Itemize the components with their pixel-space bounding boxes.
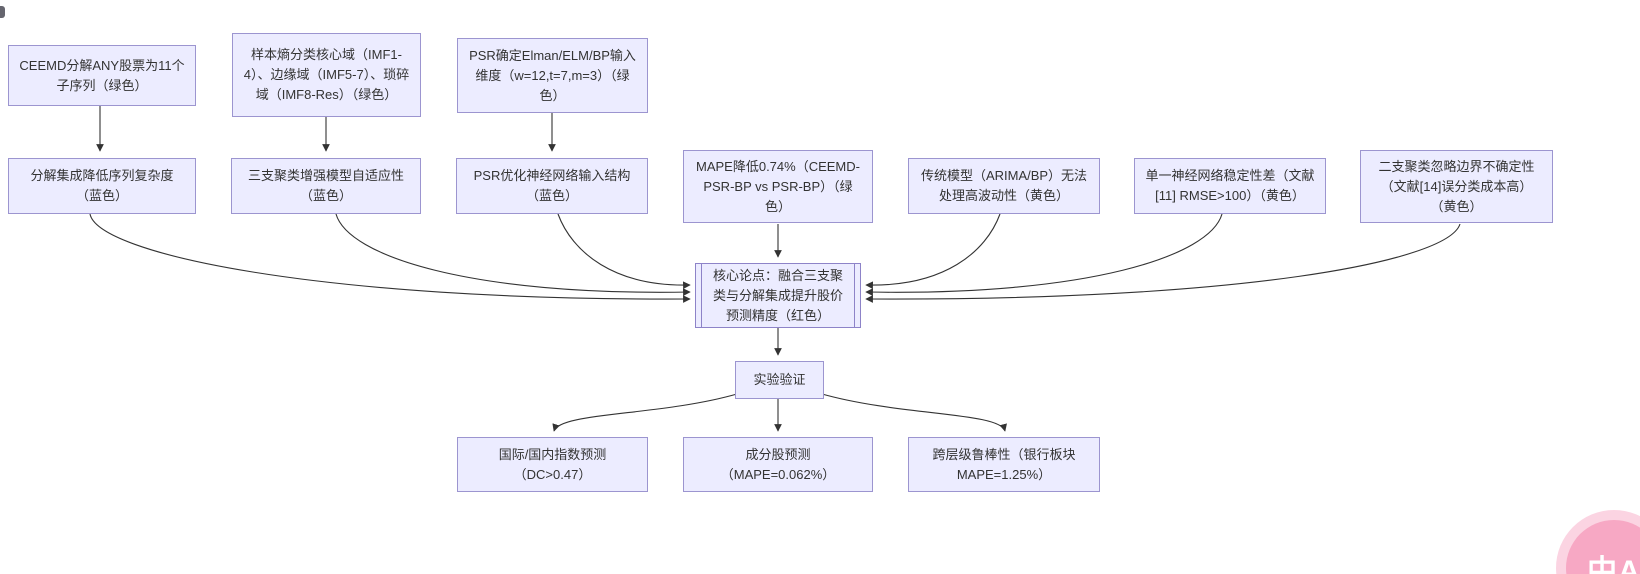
node-label: 核心论点：融合三支聚类与分解集成提升股价预测精度（红色） (712, 267, 843, 323)
node-label: 二支聚类忽略边界不确定性（文献[14]误分类成本高）（黄色） (1378, 158, 1535, 214)
node-single-nn: 单一神经网络稳定性差（文献[11] RMSE>100）（黄色） (1134, 158, 1326, 214)
edge-traditional-to-core (865, 213, 1001, 290)
node-label: 三支聚类增强模型自适应性（蓝色） (247, 168, 404, 203)
node-label: CEEMD分解ANY股票为11个子序列（绿色） (19, 57, 185, 93)
edge-experiment-to-index (552, 393, 738, 432)
edge-twoway-to-core (865, 223, 1461, 303)
node-label: 传统模型（ARIMA/BP）无法处理高波动性（黄色） (920, 168, 1088, 203)
node-psr-dimension: PSR确定Elman/ELM/BP输入维度（w=12,t=7,m=3）（绿色） (457, 38, 648, 113)
edge-experiment-to-robustness (821, 393, 1007, 432)
node-label: MAPE降低0.74%（CEEMD-PSR-BP vs PSR-BP）（绿色） (696, 158, 860, 214)
node-clustering-benefit: 三支聚类增强模型自适应性（蓝色） (231, 158, 421, 214)
node-label: PSR优化神经网络输入结构（蓝色） (473, 168, 631, 203)
node-two-way-clustering: 二支聚类忽略边界不确定性（文献[14]误分类成本高）（黄色） (1360, 150, 1553, 223)
screen-edge-artifact (0, 6, 5, 18)
node-label: 实验验证 (753, 372, 806, 387)
node-label: 单一神经网络稳定性差（文献[11] RMSE>100）（黄色） (1145, 168, 1315, 203)
edge-psrbenefit-to-core (557, 213, 691, 290)
node-label: 跨层级鲁棒性（银行板块 MAPE=1.25%） (932, 446, 1076, 482)
translate-button[interactable]: 中A (1566, 520, 1640, 574)
node-decompose-benefit: 分解集成降低序列复杂度（蓝色） (8, 158, 196, 214)
node-label: 国际/国内指数预测（DC>0.47） (498, 446, 607, 482)
node-psr-benefit: PSR优化神经网络输入结构（蓝色） (456, 158, 648, 214)
node-core-thesis: 核心论点：融合三支聚类与分解集成提升股价预测精度（红色） (695, 263, 861, 328)
node-ceemd-decompose: CEEMD分解ANY股票为11个子序列（绿色） (8, 45, 196, 106)
node-robustness: 跨层级鲁棒性（银行板块 MAPE=1.25%） (908, 437, 1100, 492)
edge-singlenn-to-core (865, 213, 1223, 296)
edge-clustering-to-core (335, 213, 691, 296)
node-index-prediction: 国际/国内指数预测（DC>0.47） (457, 437, 648, 492)
translate-button-label: 中A (1587, 555, 1640, 574)
node-sample-entropy: 样本熵分类核心域（IMF1-4）、边缘域（IMF5-7）、琐碎域（IMF8-Re… (232, 33, 421, 117)
node-label: 分解集成降低序列复杂度（蓝色） (30, 168, 174, 203)
node-label: 样本熵分类核心域（IMF1-4）、边缘域（IMF5-7）、琐碎域（IMF8-Re… (243, 47, 410, 102)
node-label: 成分股预测（MAPE=0.062%） (720, 446, 836, 482)
node-mape-reduce: MAPE降低0.74%（CEEMD-PSR-BP vs PSR-BP）（绿色） (683, 150, 873, 223)
node-stock-prediction: 成分股预测（MAPE=0.062%） (683, 437, 873, 492)
node-experiment: 实验验证 (735, 361, 824, 399)
node-traditional-model: 传统模型（ARIMA/BP）无法处理高波动性（黄色） (908, 158, 1100, 214)
node-label: PSR确定Elman/ELM/BP输入维度（w=12,t=7,m=3）（绿色） (469, 47, 636, 103)
edge-decompose-to-core (89, 213, 691, 303)
